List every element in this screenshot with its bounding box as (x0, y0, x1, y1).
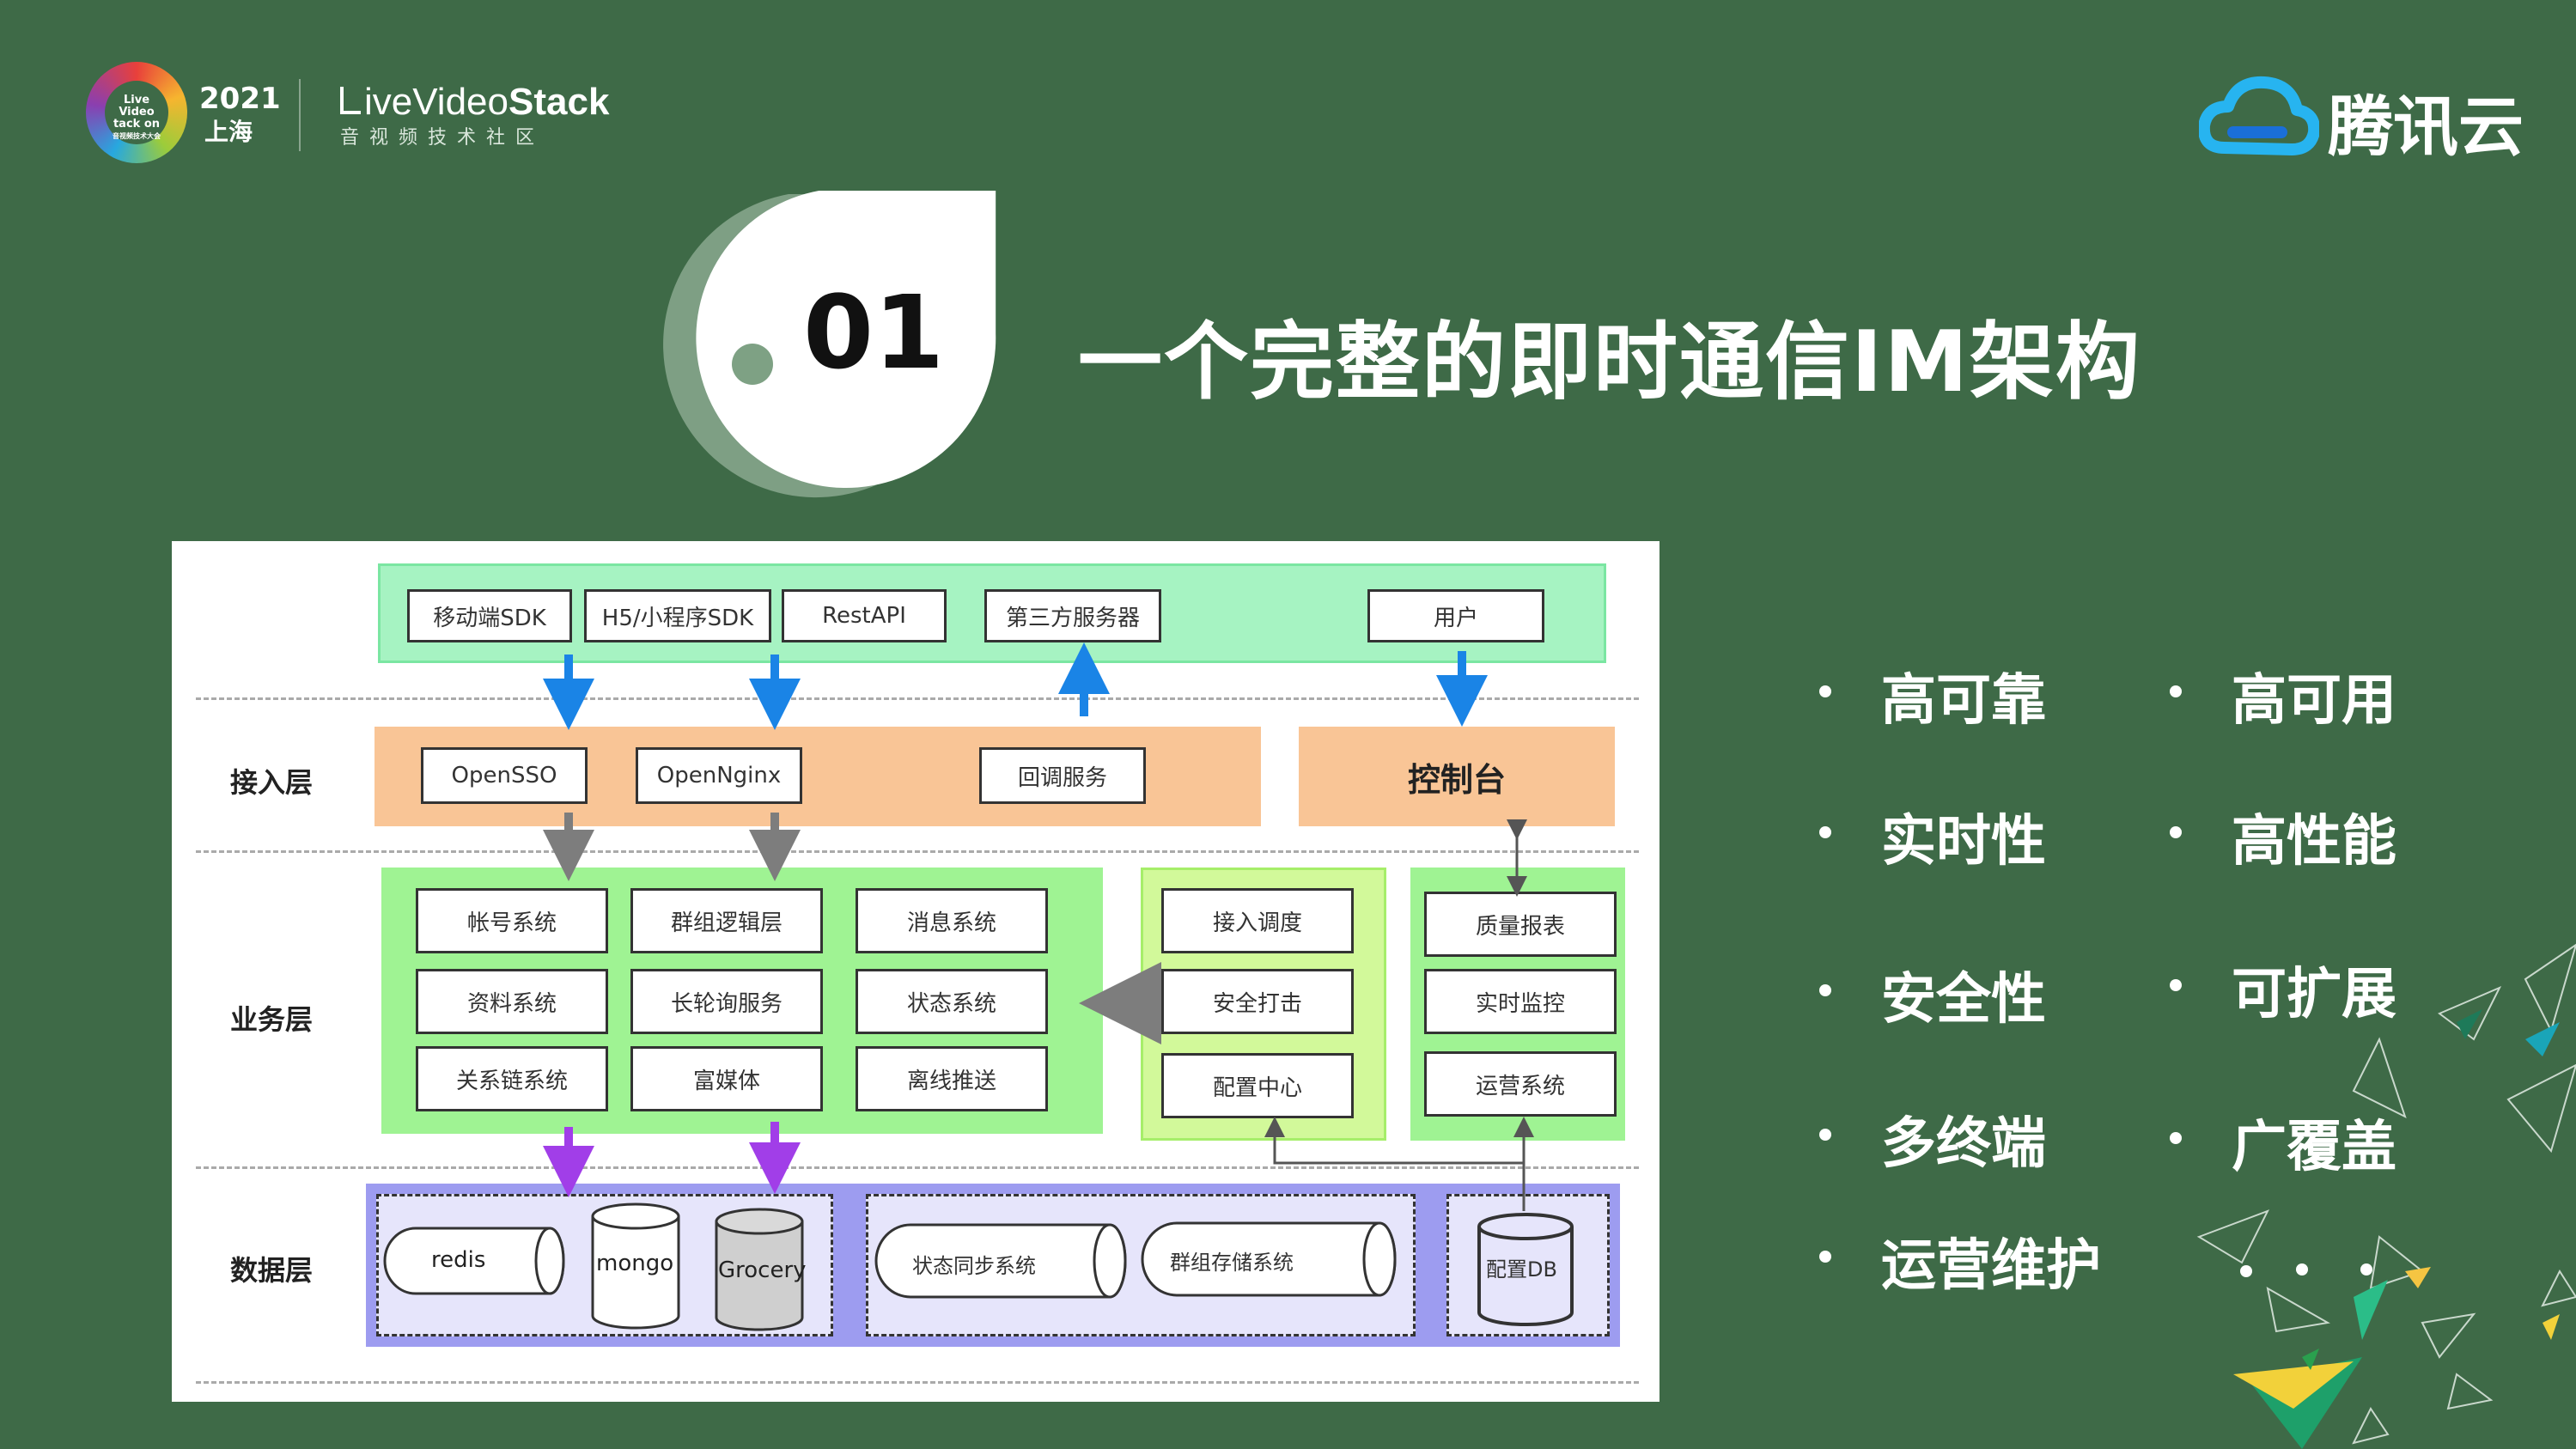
ops-system-box: 运营系统 (1424, 1051, 1617, 1117)
feature-item: 运营维护 (1881, 1234, 2101, 1298)
separator-line (196, 850, 1639, 853)
callback-service-box: 回调服务 (979, 747, 1146, 804)
brand-prefix: iveVideo (364, 81, 509, 123)
status-system-box: 状态系统 (856, 969, 1048, 1034)
opensso-box: OpenSSO (421, 747, 588, 804)
message-system-box: 消息系统 (856, 888, 1048, 953)
separator-line (196, 697, 1639, 700)
opennginx-box: OpenNginx (636, 747, 802, 804)
bullet-icon (1819, 826, 1831, 838)
rich-media-box: 富媒体 (630, 1046, 823, 1111)
event-logo: Live Video tack on 音视频技术大会 (86, 62, 187, 163)
flow-arrows (543, 642, 1534, 1211)
user-box: 用户 (1367, 589, 1544, 642)
group-storage-cylinder (1141, 1221, 1397, 1297)
mobile-sdk-box: 移动端SDK (407, 589, 572, 642)
long-poll-service-box: 长轮询服务 (630, 969, 823, 1034)
blue-arrows (543, 642, 1488, 730)
config-db-label: 配置DB (1486, 1257, 1557, 1282)
section-title: 一个完整的即时通信IM架构 (1078, 314, 2141, 411)
console-box: 控制台 (1299, 727, 1615, 826)
l-glyph-icon (340, 87, 361, 114)
config-center-box: 配置中心 (1161, 1053, 1354, 1118)
rest-api-box: RestAPI (782, 589, 947, 642)
feature-item: 高可靠 (1881, 669, 2046, 733)
bullet-icon (2170, 685, 2182, 697)
quality-report-box: 质量报表 (1424, 892, 1617, 957)
status-sync-cylinder (874, 1223, 1127, 1299)
feature-item: 安全性 (1881, 968, 2046, 1032)
event-year: 2021 (199, 82, 281, 116)
status-sync-label: 状态同步系统 (912, 1254, 1036, 1278)
feature-item: 实时性 (1881, 810, 2046, 874)
mongo-label: mongo (596, 1251, 674, 1276)
tencent-cloud-text: 腾讯云 (2328, 88, 2524, 165)
brand-subtitle: 音视频技术社区 (340, 127, 545, 149)
third-party-server-box: 第三方服务器 (984, 589, 1161, 642)
group-logic-box: 群组逻辑层 (630, 888, 823, 953)
brand-bold: Stack (509, 81, 610, 123)
purple-arrows (543, 1122, 801, 1197)
h5-sdk-box: H5/小程序SDK (584, 589, 771, 642)
event-logo-line-3: 音视频技术大会 (113, 132, 161, 140)
connector-lines (1264, 819, 1534, 1211)
mongo-cylinder (591, 1202, 680, 1330)
header-divider (299, 79, 301, 151)
bullet-icon (1819, 984, 1831, 996)
event-logo-line-2: tack on (113, 118, 161, 131)
bullet-icon (1819, 1251, 1831, 1263)
offline-push-box: 离线推送 (856, 1046, 1048, 1111)
layer-label-data: 数据层 (230, 1254, 314, 1287)
config-db-cylinder (1477, 1213, 1574, 1326)
decorative-triangles (2196, 943, 2576, 1449)
bullet-icon (2170, 1132, 2182, 1144)
redis-cylinder (383, 1227, 565, 1295)
feature-item: 多终端 (1881, 1112, 2046, 1176)
bullet-icon (1819, 1129, 1831, 1141)
bullet-icon (2170, 826, 2182, 838)
group-storage-label: 群组存储系统 (1170, 1251, 1294, 1275)
separator-line (196, 1381, 1639, 1384)
architecture-diagram: 接入层 业务层 数据层 移动端SDK H5/小程序SDK RestAPI 第三方… (172, 541, 1659, 1402)
feature-item: 高可用 (2232, 669, 2396, 733)
feature-item: 广覆盖 (2232, 1116, 2396, 1179)
grocery-label: Grocery (718, 1257, 807, 1283)
relation-chain-box: 关系链系统 (416, 1046, 608, 1111)
layer-label-access: 接入层 (230, 766, 314, 799)
realtime-monitor-box: 实时监控 (1424, 969, 1617, 1034)
grocery-cylinder (715, 1208, 804, 1331)
account-system-box: 帐号系统 (416, 888, 608, 953)
event-logo-line-1: Live Video (119, 94, 155, 119)
livevideostack-logo: iveVideoStack (340, 81, 609, 124)
bullet-icon (2170, 979, 2182, 991)
gray-arrows (543, 813, 1161, 1044)
event-city: 上海 (204, 118, 253, 146)
security-strike-box: 安全打击 (1161, 969, 1354, 1034)
section-number-badge (663, 191, 996, 498)
separator-line (196, 1166, 1639, 1169)
access-dispatch-box: 接入调度 (1161, 888, 1354, 953)
feature-item: 高性能 (2232, 810, 2396, 874)
redis-label: redis (431, 1247, 486, 1273)
profile-system-box: 资料系统 (416, 969, 608, 1034)
layer-label-business: 业务层 (230, 1003, 314, 1036)
tencent-cloud-icon (2199, 76, 2319, 155)
section-number: 01 (803, 273, 945, 392)
feature-item: 可扩展 (2232, 963, 2396, 1026)
bullet-icon (1819, 685, 1831, 697)
